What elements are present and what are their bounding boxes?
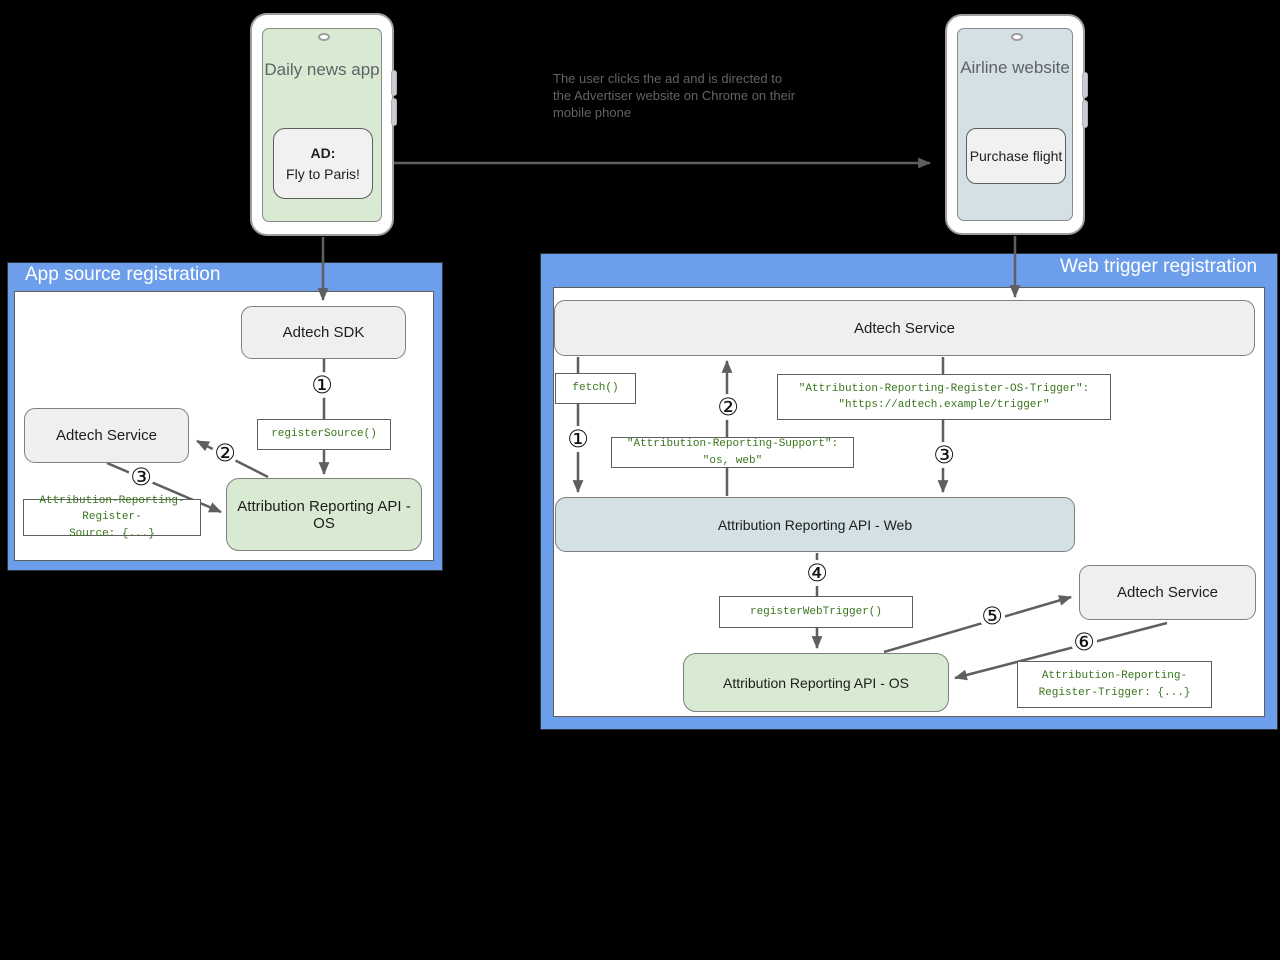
airline-label: Airline website bbox=[960, 58, 1070, 77]
panel-web-trigger-title: Web trigger registration bbox=[1060, 256, 1258, 277]
phone-camera-icon bbox=[1011, 33, 1023, 41]
node-adtech-service-right-label: Adtech Service bbox=[1117, 584, 1218, 601]
fetch-label: fetch() bbox=[572, 382, 619, 395]
register-source-header-line2: Source: {...} bbox=[69, 527, 155, 540]
step-1-app-source: ① bbox=[309, 372, 335, 398]
step-3-app-source: ③ bbox=[128, 464, 154, 490]
register-source-header-line1: Attribution-Reporting-Register- bbox=[39, 494, 185, 524]
phone-power-button bbox=[391, 98, 397, 126]
daily-news-label: Daily news app bbox=[264, 60, 380, 79]
node-adtech-service-right: Adtech Service bbox=[1079, 565, 1256, 620]
daily-news-screen: Daily news app AD: Fly to Paris! bbox=[262, 28, 382, 222]
node-api-os-right-label: Attribution Reporting API - OS bbox=[723, 674, 909, 691]
step-2-web-trigger: ② bbox=[715, 394, 741, 420]
purchase-flight-label: Purchase flight bbox=[969, 147, 1063, 164]
node-api-os-left: Attribution Reporting API - OS bbox=[226, 478, 422, 551]
node-adtech-service-top: Adtech Service bbox=[554, 300, 1255, 356]
register-trigger-header-line2: Register-Trigger: {...} bbox=[1038, 686, 1191, 699]
phone-camera-icon bbox=[318, 33, 330, 41]
user-click-annotation: The user clicks the ad and is directed t… bbox=[553, 71, 796, 120]
purchase-flight-button: Purchase flight bbox=[966, 128, 1066, 184]
node-api-web-label: Attribution Reporting API - Web bbox=[717, 516, 913, 533]
code-os-trigger-header: "Attribution-Reporting-Register-OS-Trigg… bbox=[777, 374, 1111, 420]
step-3-web-trigger: ③ bbox=[931, 442, 957, 468]
os-trigger-header-line2: "https://adtech.example/trigger" bbox=[838, 399, 1050, 411]
code-fetch: fetch() bbox=[555, 373, 636, 404]
step-2-app-source: ② bbox=[212, 440, 238, 466]
phone-airline: Airline website Purchase flight bbox=[945, 14, 1088, 235]
code-support-header: "Attribution-Reporting-Support": "os, we… bbox=[611, 437, 854, 468]
panel-app-source-title: App source registration bbox=[25, 264, 221, 285]
ad-title: AD: bbox=[310, 144, 336, 161]
step-1-web-trigger: ① bbox=[565, 426, 591, 452]
ad-text: Fly to Paris! bbox=[286, 165, 360, 182]
airline-screen: Airline website Purchase flight bbox=[957, 28, 1073, 221]
node-adtech-service-left: Adtech Service bbox=[24, 408, 189, 463]
register-web-trigger-label: registerWebTrigger() bbox=[749, 605, 883, 618]
node-adtech-sdk-label: Adtech SDK bbox=[282, 324, 365, 341]
step-6-web-trigger: ⑥ bbox=[1071, 629, 1097, 655]
phone-volume-button bbox=[391, 70, 397, 96]
register-source-label: registerSource() bbox=[271, 428, 377, 441]
support-header-label: "Attribution-Reporting-Support": "os, we… bbox=[626, 438, 839, 467]
node-adtech-service-left-label: Adtech Service bbox=[56, 427, 157, 444]
code-register-trigger-header: Attribution-Reporting- Register-Trigger:… bbox=[1017, 661, 1212, 708]
register-trigger-header-line1: Attribution-Reporting- bbox=[1041, 670, 1188, 682]
phone-power-button bbox=[1082, 100, 1088, 128]
os-trigger-header-line1: "Attribution-Reporting-Register-OS-Trigg… bbox=[798, 382, 1090, 395]
node-api-os-left-label: Attribution Reporting API - OS bbox=[237, 497, 411, 532]
phone-volume-button bbox=[1082, 72, 1088, 98]
code-register-web-trigger: registerWebTrigger() bbox=[719, 596, 913, 628]
node-adtech-service-top-label: Adtech Service bbox=[854, 319, 955, 337]
ad-banner: AD: Fly to Paris! bbox=[273, 128, 373, 199]
step-4-web-trigger: ④ bbox=[804, 560, 830, 586]
phone-daily-news: Daily news app AD: Fly to Paris! bbox=[250, 13, 397, 236]
node-api-web: Attribution Reporting API - Web bbox=[555, 497, 1075, 552]
code-register-source: registerSource() bbox=[257, 419, 391, 450]
code-register-source-header: Attribution-Reporting-Register- Source: … bbox=[23, 495, 201, 540]
node-adtech-sdk: Adtech SDK bbox=[241, 306, 406, 359]
step-5-web-trigger: ⑤ bbox=[979, 603, 1005, 629]
node-api-os-right: Attribution Reporting API - OS bbox=[683, 653, 949, 712]
